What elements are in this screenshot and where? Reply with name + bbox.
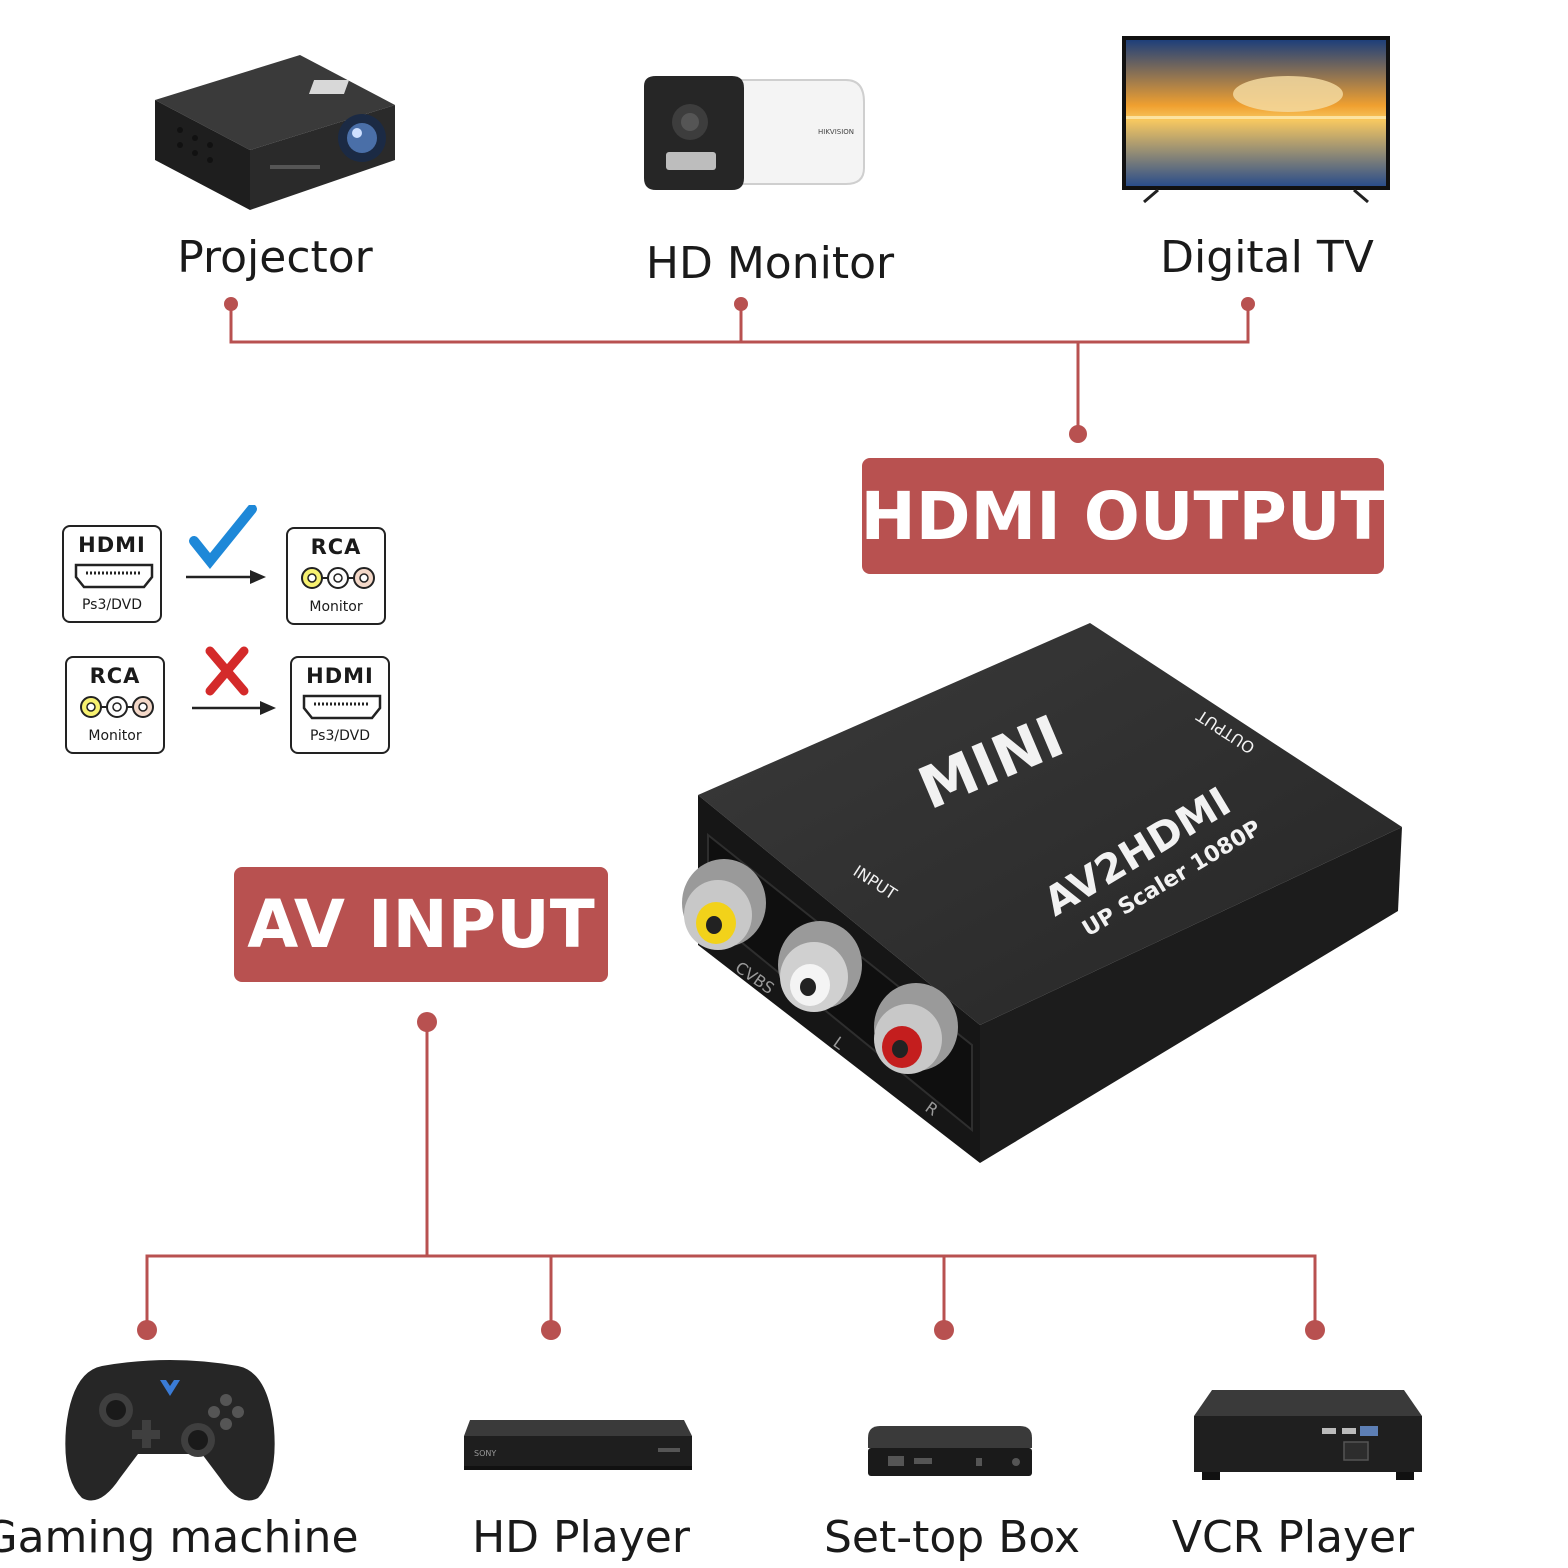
unsupported-arrow	[192, 646, 276, 715]
compat-row1-from: HDMI Ps3/DVD	[62, 525, 162, 623]
hd-monitor-node	[734, 297, 748, 311]
digital-tv-node	[1241, 297, 1255, 311]
hd-monitor-label: HD Monitor	[645, 238, 895, 289]
compat-row1-from-title: HDMI	[78, 533, 146, 557]
hdmi-port-icon	[74, 563, 154, 589]
compat-row1-from-sub: Ps3/DVD	[81, 597, 142, 613]
av-input-banner: AV INPUT	[234, 867, 608, 982]
compat-row2-to-title: HDMI	[306, 664, 374, 688]
av-input-node	[417, 1012, 437, 1032]
gaming-machine-label: Gaming machine	[0, 1512, 359, 1563]
vcr-icon	[1194, 1390, 1422, 1480]
rca-jack-yellow	[682, 859, 766, 950]
camera-icon: HIKVISION	[644, 76, 865, 190]
projector-icon	[155, 55, 395, 210]
hdmi-port-icon	[302, 694, 382, 720]
compat-row2-from: RCA Monitor	[65, 656, 165, 754]
hdmi-output-banner: HDMI OUTPUT	[861, 458, 1385, 574]
projector-node	[224, 297, 238, 311]
settop-box-icon	[868, 1426, 1032, 1476]
cross-icon	[205, 646, 249, 696]
compat-row1-to-sub: Monitor	[309, 599, 363, 615]
compat-row2-from-title: RCA	[89, 664, 141, 688]
check-icon	[189, 505, 257, 569]
gamepad-icon	[65, 1360, 275, 1501]
supported-arrow	[186, 505, 266, 584]
svg-text:HIKVISION: HIKVISION	[818, 128, 854, 136]
compat-row2-to: HDMI Ps3/DVD	[290, 656, 390, 754]
tv-icon	[1122, 36, 1390, 204]
av2hdmi-adapter: MINI AV2HDMI UP Scaler 1080P INPUT OUTPU…	[682, 623, 1402, 1163]
compat-row1-to: RCA Monitor	[286, 527, 386, 625]
hdmi-output-node	[1069, 425, 1087, 443]
hd-player-node	[541, 1320, 561, 1340]
compat-row1-to-title: RCA	[310, 535, 362, 559]
projector-label: Projector	[177, 232, 373, 283]
vcr-player-node	[1305, 1320, 1325, 1340]
compat-row2-to-sub: Ps3/DVD	[309, 728, 370, 744]
vcr-player-label: VCR Player	[1171, 1512, 1415, 1563]
digital-tv-label: Digital TV	[1160, 232, 1374, 283]
settop-box-label: Set-top Box	[823, 1512, 1081, 1563]
svg-text:SONY: SONY	[474, 1449, 496, 1458]
gaming-machine-node	[137, 1320, 157, 1340]
player-icon: SONY	[464, 1420, 692, 1470]
rca-ports-icon	[301, 567, 375, 589]
hd-player-label: HD Player	[472, 1512, 690, 1563]
rca-jack-red	[874, 983, 958, 1074]
rca-jack-white	[778, 921, 862, 1012]
compat-row2-from-sub: Monitor	[88, 728, 142, 744]
rca-ports-icon	[80, 696, 154, 718]
settop-box-node	[934, 1320, 954, 1340]
